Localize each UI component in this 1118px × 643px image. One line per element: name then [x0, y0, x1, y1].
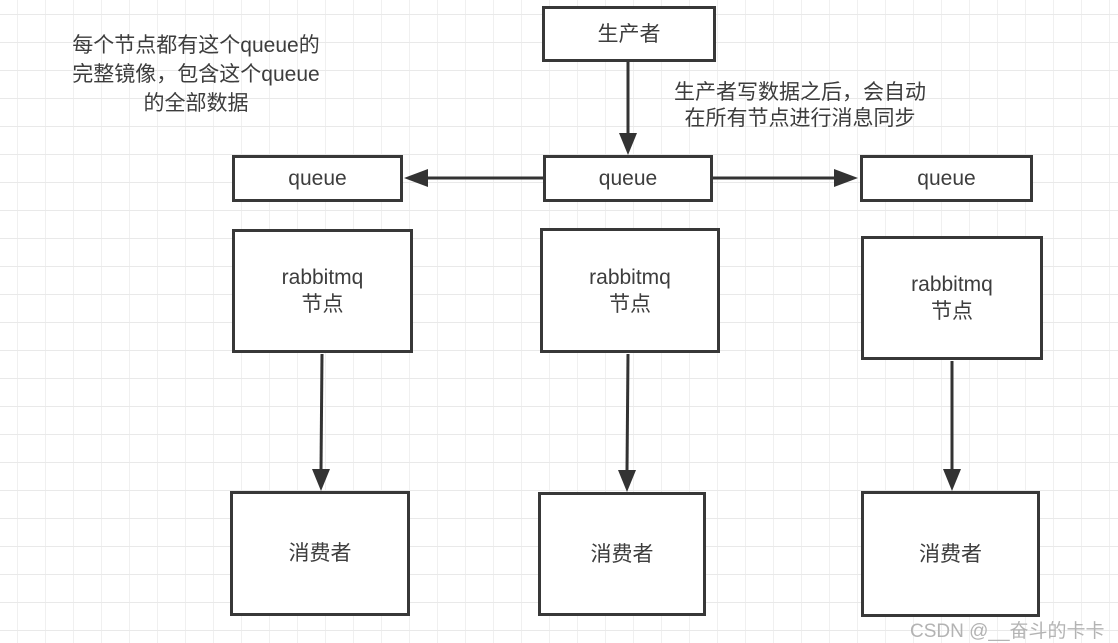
queue-right-label: queue [917, 167, 976, 190]
queue-left-box: queue [232, 155, 403, 202]
producer-label: 生产者 [597, 22, 661, 46]
consumer-left-label: 消费者 [288, 542, 352, 565]
arrow-queue-center-to-queue-left [404, 169, 543, 187]
queue-center-box: queue [543, 155, 713, 202]
consumer-right-box: 消费者 [861, 491, 1040, 617]
note-sync-message: 生产者写数据之后，会自动 在所有节点进行消息同步 [674, 81, 926, 130]
arrow-producer-to-queue-center [619, 62, 637, 155]
rabbitmq-node-center-label: rabbitmq 节点 [589, 265, 671, 316]
queue-left-label: queue [288, 167, 347, 190]
rabbitmq-node-right-label: rabbitmq 节点 [911, 273, 993, 323]
consumer-center-box: 消费者 [538, 492, 706, 616]
arrow-queue-center-to-queue-right [713, 169, 858, 187]
consumer-left-box: 消费者 [230, 491, 410, 616]
queue-right-box: queue [860, 155, 1033, 202]
csdn-watermark: CSDN @__奋斗的卡卡 [910, 621, 1105, 642]
rabbitmq-node-right-box: rabbitmq 节点 [861, 236, 1043, 360]
queue-center-label: queue [598, 167, 658, 190]
rabbitmq-node-left-label: rabbitmq 节点 [281, 266, 364, 316]
arrow-node-left-to-consumer-left [312, 353, 330, 491]
rabbitmq-node-left-box: rabbitmq 节点 [232, 229, 413, 353]
rabbitmq-node-center-box: rabbitmq 节点 [540, 228, 720, 353]
arrow-node-right-to-consumer-right [943, 361, 961, 491]
note-mirror-queue: 每个节点都有这个queue的 完整镜像，包含这个queue 的全部数据 [72, 34, 320, 115]
arrow-node-center-to-consumer-center [618, 353, 636, 492]
consumer-right-label: 消费者 [919, 542, 982, 566]
producer-box: 生产者 [542, 6, 716, 62]
consumer-center-label: 消费者 [590, 542, 654, 566]
